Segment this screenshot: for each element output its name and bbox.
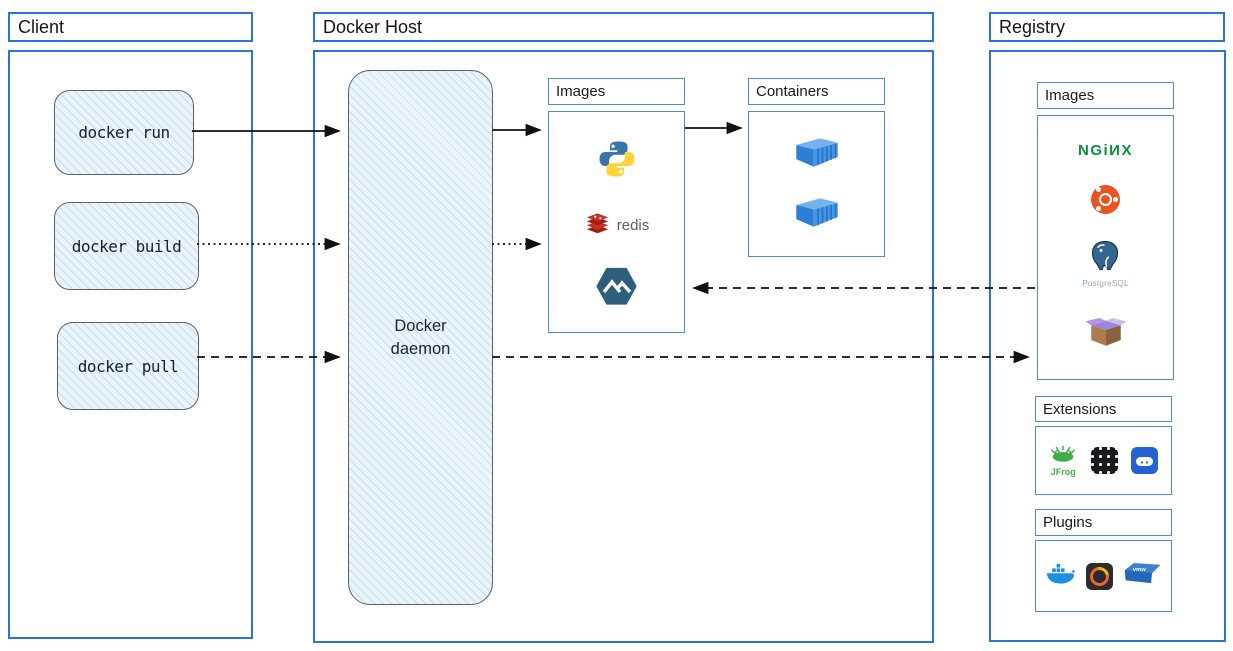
- redis-label: redis: [616, 217, 650, 234]
- extensions-label: Extensions: [1043, 400, 1117, 418]
- jfrog-icon: [1049, 445, 1077, 468]
- plugins-box: vmw: [1035, 540, 1172, 612]
- docker-host-panel: Docker daemon Images: [313, 50, 934, 643]
- docker-pull-label: docker pull: [77, 356, 179, 376]
- docker-icon: [1045, 562, 1077, 591]
- container-icon: [793, 135, 841, 173]
- containers-label: Containers: [756, 83, 829, 100]
- alpine-icon: [596, 267, 637, 305]
- vm-extension-icon: [1130, 447, 1158, 474]
- ubuntu-icon: [1091, 184, 1120, 214]
- registry-images-box: NGiИX PostgreSQL: [1037, 115, 1174, 380]
- docker-pull-box: docker pull: [57, 322, 199, 410]
- grafana-icon: [1086, 562, 1113, 590]
- python-icon: [596, 138, 638, 185]
- plugins-header: Plugins: [1035, 509, 1172, 536]
- host-images-label: Images: [556, 83, 606, 100]
- nginx-logo: NGiИX: [1078, 141, 1133, 159]
- vmware-label: vmw: [1133, 566, 1147, 572]
- registry-images-header: Images: [1037, 82, 1174, 109]
- redis-item: redis: [584, 211, 650, 241]
- docker-build-box: docker build: [54, 202, 199, 290]
- host-images-box: redis: [548, 111, 685, 333]
- extensions-header: Extensions: [1035, 396, 1172, 422]
- postgresql-item: PostgreSQL: [1082, 239, 1129, 288]
- containers-header: Containers: [748, 78, 885, 105]
- registry-section-header: Registry: [989, 12, 1225, 42]
- app-grid-icon: [1090, 447, 1118, 474]
- docker-run-label: docker run: [78, 123, 170, 142]
- docker-host-section-title: Docker Host: [323, 16, 423, 37]
- busybox-icon: [1083, 314, 1129, 353]
- plugins-label: Plugins: [1043, 514, 1093, 531]
- containers-box: [748, 111, 885, 257]
- client-section-title: Client: [18, 16, 65, 37]
- docker-run-box: docker run: [54, 90, 194, 175]
- docker-build-label: docker build: [71, 236, 182, 256]
- jfrog-item: JFrog: [1049, 445, 1077, 477]
- postgresql-icon: [1088, 239, 1122, 278]
- client-panel: docker run docker build docker pull: [8, 50, 253, 639]
- vmware-icon: vmw: [1122, 559, 1162, 594]
- client-section-header: Client: [8, 12, 253, 42]
- jfrog-label: JFrog: [1050, 466, 1076, 477]
- docker-daemon-label: Docker daemon: [390, 317, 451, 358]
- docker-host-section-header: Docker Host: [313, 12, 934, 42]
- extensions-box: JFrog: [1035, 426, 1172, 495]
- host-images-header: Images: [548, 78, 685, 105]
- docker-daemon-box: Docker daemon: [348, 70, 493, 605]
- postgresql-label: PostgreSQL: [1082, 279, 1129, 289]
- redis-icon: [584, 211, 611, 241]
- registry-section-title: Registry: [999, 16, 1066, 37]
- registry-images-label: Images: [1045, 87, 1095, 104]
- container-icon: [793, 195, 841, 233]
- registry-panel: Images NGiИX PostgreSQL: [989, 50, 1226, 642]
